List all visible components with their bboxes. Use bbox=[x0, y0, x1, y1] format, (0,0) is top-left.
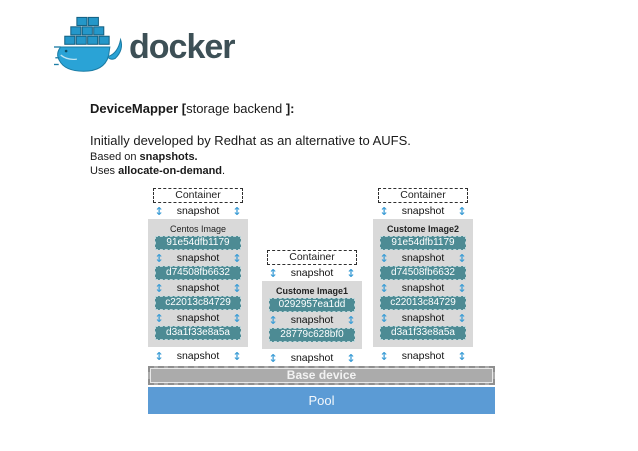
container-box: Container bbox=[153, 188, 243, 203]
up-down-arrow-icon: ↕ bbox=[154, 251, 164, 265]
image-box: Centos Image 91e54dfb1179 ↕ snapshot ↕ d74… bbox=[148, 219, 248, 347]
based-on-line: Based on snapshots. bbox=[90, 151, 198, 163]
docker-whale-icon bbox=[54, 16, 123, 72]
column-custome-image2: Container ↕ snapshot ↕ Custome Image2 91e5… bbox=[373, 188, 473, 365]
image-layer: d74508fb6632 bbox=[380, 266, 466, 280]
snapshot-label: snapshot bbox=[176, 205, 220, 217]
snapshot-label: snapshot bbox=[290, 352, 334, 364]
up-down-arrow-icon: ↕ bbox=[379, 349, 389, 363]
intro-line: Initially developed by Redhat as an alte… bbox=[90, 133, 411, 148]
snapshot-link: ↕ snapshot ↕ bbox=[373, 203, 473, 219]
image-layer: 28779c628bf0 bbox=[269, 328, 355, 342]
image-title: Centos Image bbox=[169, 224, 227, 234]
image-title: Custome Image1 bbox=[275, 286, 349, 296]
up-down-arrow-icon: ↕ bbox=[268, 313, 278, 327]
image-layer: 0292957ea1dd bbox=[269, 298, 355, 312]
uses-line: Uses allocate-on-demand. bbox=[90, 164, 226, 177]
column-centos-image: Container ↕ snapshot ↕ Centos Image 91e54d… bbox=[148, 188, 248, 365]
snapshot-label: snapshot bbox=[401, 252, 445, 264]
snapshot-label: snapshot bbox=[401, 282, 445, 294]
snapshot-label: snapshot bbox=[176, 350, 220, 362]
snapshot-link: ↕ snapshot ↕ bbox=[262, 265, 362, 281]
up-down-arrow-icon: ↕ bbox=[232, 204, 242, 218]
up-down-arrow-icon: ↕ bbox=[457, 311, 467, 325]
docker-logo: docker bbox=[54, 16, 235, 78]
up-down-arrow-icon: ↕ bbox=[268, 266, 278, 280]
snapshot-label: snapshot bbox=[401, 205, 445, 217]
snapshot-link: ↕ snapshot ↕ bbox=[262, 349, 362, 367]
up-down-arrow-icon: ↕ bbox=[379, 204, 389, 218]
snapshot-link: ↕ snapshot ↕ bbox=[148, 203, 248, 219]
image-layer: 91e54dfb1179 bbox=[380, 236, 466, 250]
up-down-arrow-icon: ↕ bbox=[379, 281, 389, 295]
up-down-arrow-icon: ↕ bbox=[346, 313, 356, 327]
text-block: DeviceMapper [storage backend ]: Initial… bbox=[90, 101, 411, 178]
snapshot-link: ↕ snapshot ↕ bbox=[379, 310, 467, 326]
up-down-arrow-icon: ↕ bbox=[457, 204, 467, 218]
up-down-arrow-icon: ↕ bbox=[154, 349, 164, 363]
up-down-arrow-icon: ↕ bbox=[232, 281, 242, 295]
up-down-arrow-icon: ↕ bbox=[346, 351, 356, 365]
up-down-arrow-icon: ↕ bbox=[232, 251, 242, 265]
snapshot-link: ↕ snapshot ↕ bbox=[154, 250, 242, 266]
up-down-arrow-icon: ↕ bbox=[154, 281, 164, 295]
snapshot-link: ↕ snapshot ↕ bbox=[154, 280, 242, 296]
image-title: Custome Image2 bbox=[386, 224, 460, 234]
up-down-arrow-icon: ↕ bbox=[232, 349, 242, 363]
up-down-arrow-icon: ↕ bbox=[154, 204, 164, 218]
snapshot-link: ↕ snapshot ↕ bbox=[379, 250, 467, 266]
up-down-arrow-icon: ↕ bbox=[379, 251, 389, 265]
column-custome-image1: Container ↕ snapshot ↕ Custome Image1 0292… bbox=[262, 250, 362, 367]
snapshot-label: snapshot bbox=[176, 312, 220, 324]
snapshot-label: snapshot bbox=[401, 312, 445, 324]
snapshot-link: ↕ snapshot ↕ bbox=[154, 310, 242, 326]
up-down-arrow-icon: ↕ bbox=[268, 351, 278, 365]
snapshot-label: snapshot bbox=[401, 350, 445, 362]
image-layer: d3a1f33e8a5a bbox=[380, 326, 466, 340]
slide-title: DeviceMapper [storage backend ]: bbox=[90, 101, 295, 116]
snapshot-label: snapshot bbox=[290, 314, 334, 326]
up-down-arrow-icon: ↕ bbox=[232, 311, 242, 325]
container-box: Container bbox=[267, 250, 357, 265]
base-device-box: Base device bbox=[148, 366, 495, 385]
image-box: Custome Image1 0292957ea1dd ↕ snapshot ↕ 2… bbox=[262, 281, 362, 349]
image-layer: 91e54dfb1179 bbox=[155, 236, 241, 250]
snapshot-label: snapshot bbox=[176, 282, 220, 294]
image-layer: d3a1f33e8a5a bbox=[155, 326, 241, 340]
image-layer: d74508fb6632 bbox=[155, 266, 241, 280]
up-down-arrow-icon: ↕ bbox=[457, 349, 467, 363]
snapshot-label: snapshot bbox=[176, 252, 220, 264]
image-box: Custome Image2 91e54dfb1179 ↕ snapshot ↕ d… bbox=[373, 219, 473, 347]
snapshot-link: ↕ snapshot ↕ bbox=[268, 312, 356, 328]
snapshot-link: ↕ snapshot ↕ bbox=[373, 347, 473, 365]
pool-box: Pool bbox=[148, 387, 495, 414]
up-down-arrow-icon: ↕ bbox=[457, 281, 467, 295]
snapshot-label: snapshot bbox=[290, 267, 334, 279]
up-down-arrow-icon: ↕ bbox=[154, 311, 164, 325]
docker-wordmark: docker bbox=[129, 28, 235, 66]
snapshot-link: ↕ snapshot ↕ bbox=[379, 280, 467, 296]
up-down-arrow-icon: ↕ bbox=[457, 251, 467, 265]
snapshot-link: ↕ snapshot ↕ bbox=[148, 347, 248, 365]
image-layer: c22013c84729 bbox=[155, 296, 241, 310]
container-box: Container bbox=[378, 188, 468, 203]
up-down-arrow-icon: ↕ bbox=[379, 311, 389, 325]
image-layer: c22013c84729 bbox=[380, 296, 466, 310]
up-down-arrow-icon: ↕ bbox=[346, 266, 356, 280]
